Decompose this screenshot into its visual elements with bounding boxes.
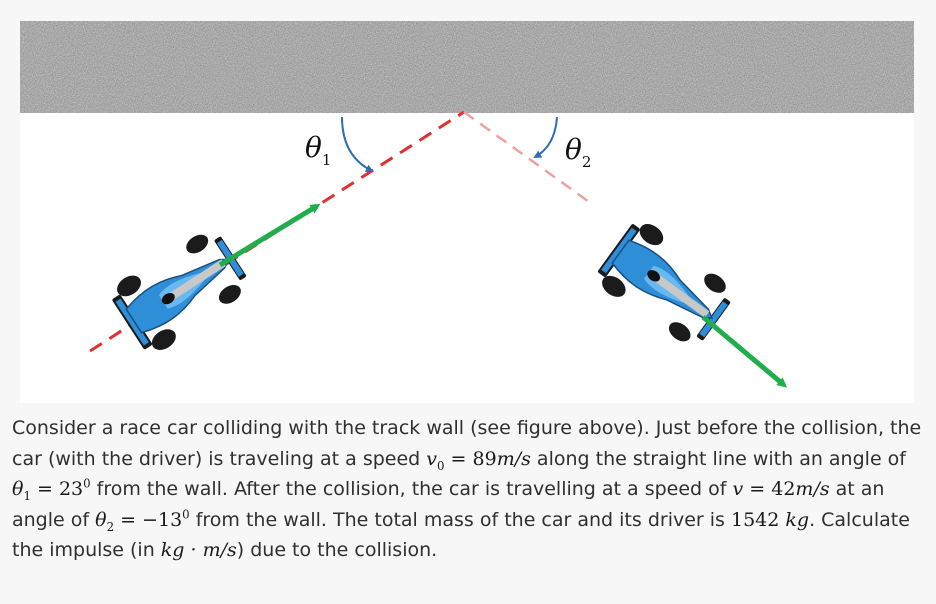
v0-unit-m: m — [496, 447, 515, 470]
theta1-symbol: θ — [12, 478, 24, 500]
equals-4: = − — [114, 508, 158, 531]
theta2-angle-arc — [533, 116, 558, 158]
problem-text-5: from the wall. The total mass of the car… — [189, 508, 731, 531]
v-unit-s: /s — [813, 478, 830, 500]
theta1-degree: 0 — [83, 476, 91, 491]
impulse-unit: kg · m/s — [160, 539, 237, 561]
equals-1: = — [444, 447, 473, 470]
incoming-velocity-arrow — [218, 203, 321, 268]
v0-value: 89 — [472, 447, 497, 470]
equals-3: = — [743, 478, 772, 500]
race-car-after — [589, 213, 742, 356]
svg-text:θ2: θ2 — [565, 133, 591, 171]
theta2-degree: 0 — [182, 507, 190, 522]
problem-text-2: along the straight line with an angle of — [530, 447, 906, 470]
theta1-angle-arc — [341, 116, 374, 172]
wall-texture — [20, 21, 914, 113]
collision-diagram: θ1 θ2 — [20, 21, 914, 388]
mass-value: 1542 — [730, 508, 780, 531]
theta2-symbol: θ — [95, 508, 107, 531]
theta1-label: θ — [305, 131, 322, 164]
collision-figure: θ1 θ2 — [20, 21, 914, 403]
mass-unit: kg — [779, 508, 810, 531]
theta2-label: θ — [565, 133, 582, 166]
v0-symbol: v — [426, 447, 438, 470]
race-car-before — [104, 221, 257, 360]
v0-subscript: 0 — [437, 458, 445, 473]
theta2-value: 13 — [157, 508, 183, 531]
outgoing-velocity-arrow — [701, 315, 788, 388]
equals-2: = — [30, 478, 59, 500]
problem-text-3: from the wall. After the collision, the … — [90, 478, 733, 500]
v-symbol: v — [732, 478, 744, 500]
theta2-subscript: 2 — [582, 153, 592, 171]
theta1-sub: 1 — [23, 488, 31, 503]
svg-text:θ1: θ1 — [305, 131, 331, 169]
v-unit-m: m — [795, 478, 814, 500]
problem-text-1: Consider a race car colliding with the t… — [12, 417, 922, 470]
problem-statement: Consider a race car colliding with the t… — [12, 413, 928, 566]
problem-text-7: ) due to the collision. — [236, 539, 438, 561]
theta1-value: 23 — [58, 478, 84, 500]
problem-text-6: . Calculate the impulse (in — [12, 508, 910, 562]
theta2-sub: 2 — [106, 519, 115, 534]
outgoing-path-line — [463, 110, 593, 206]
theta1-subscript: 1 — [322, 151, 332, 169]
v0-unit-s: /s — [514, 447, 531, 470]
v-value: 42 — [771, 478, 796, 500]
problem-text-4: at an angle of — [12, 478, 885, 531]
